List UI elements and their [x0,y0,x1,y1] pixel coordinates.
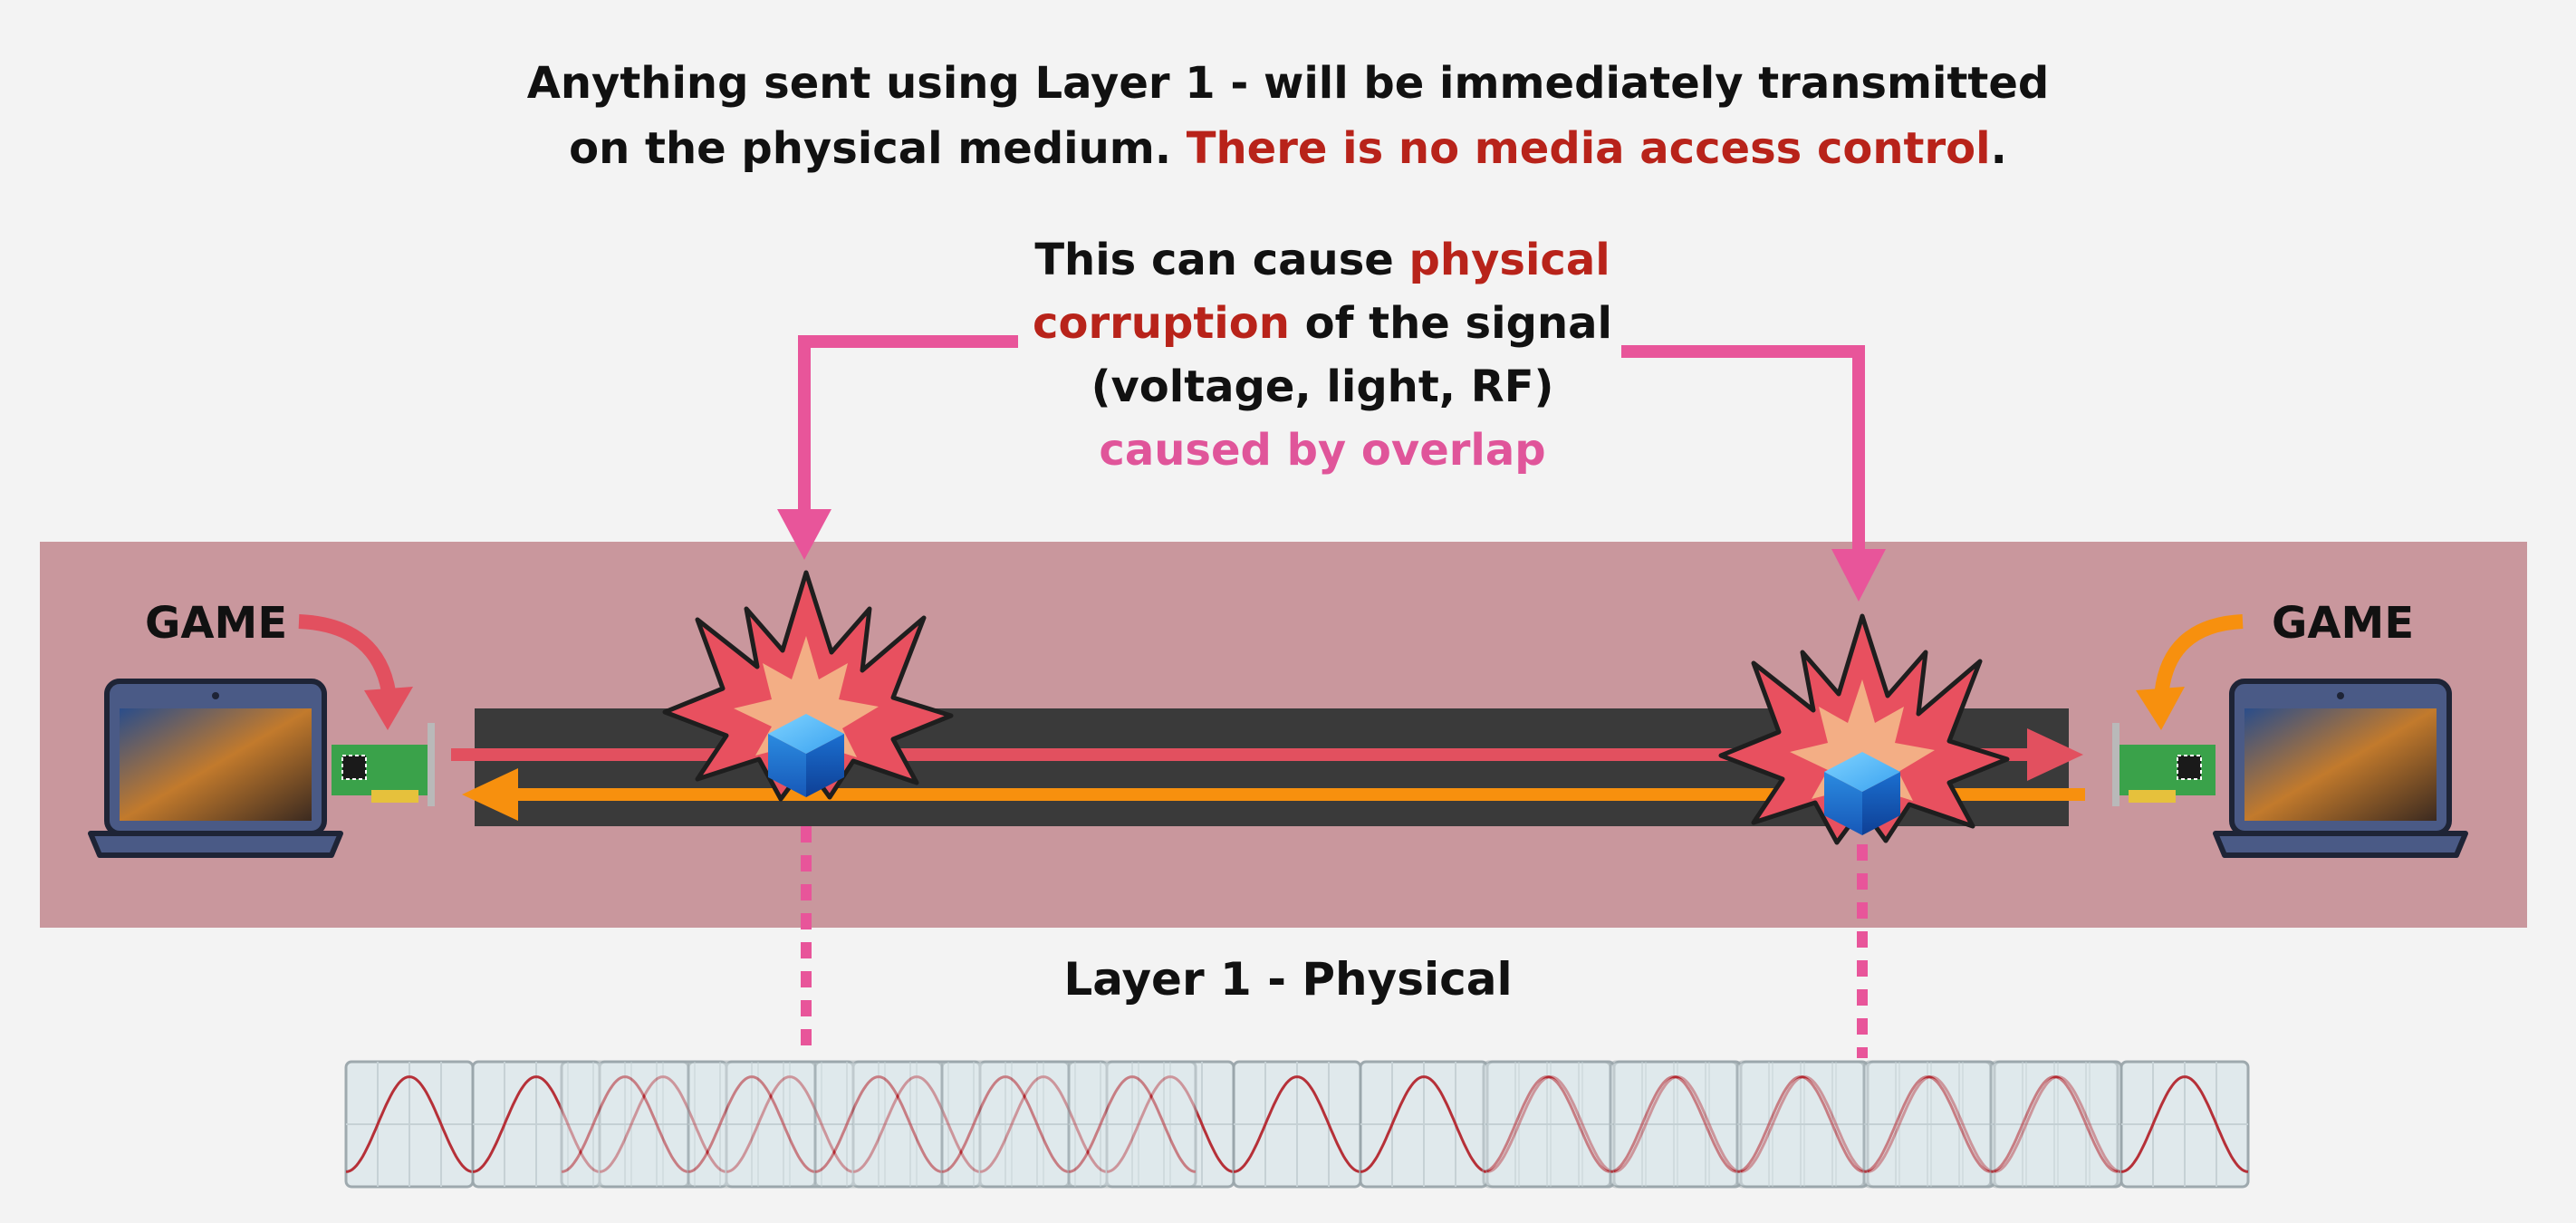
waveform-cell [940,1060,1071,1189]
callout-line-3: (voltage, light, RF) [1091,361,1554,412]
left-send-arrow-icon [298,614,413,730]
packet-cube-icon [1824,752,1900,835]
right-network-card-icon [2112,723,2216,806]
callout-line-2-suffix: of the signal [1289,298,1612,349]
callout-text: This can cause physical corruption of th… [1014,228,1630,482]
callout-line-1: This can cause physical [1014,228,1630,292]
layer-label: Layer 1 - Physical [1063,953,1513,1006]
callout-arrow-right [1621,345,1886,602]
heading-line-2: on the physical medium. There is no medi… [0,116,2576,181]
right-laptop-icon [2213,679,2468,858]
callout-arrow-left [777,335,1018,560]
heading-line-1: Anything sent using Layer 1 - will be im… [526,58,2050,109]
waveform-cell [1609,1060,1739,1189]
waveform-cell [1862,1060,1993,1189]
waveform-strip [344,1060,2250,1189]
waveform-cell [1482,1060,1612,1189]
waveform-cell [1735,1060,1866,1189]
waveform-cell [560,1060,690,1189]
waveform-cell [2119,1060,2250,1189]
callout-line-4: caused by overlap [1099,425,1546,476]
waveform-cell [344,1060,475,1189]
left-laptop-icon [88,679,343,858]
heading-highlight: There is no media access control [1186,123,1991,174]
packet-cube-icon [768,714,844,797]
signal-right-to-left [462,768,2085,821]
waveform-cell [1067,1060,1197,1189]
callout-line-1-prefix: This can cause [1034,235,1409,285]
left-game-label: GAME [145,598,288,649]
waveform-cell [687,1060,817,1189]
callout-line-2-highlight: corruption [1033,298,1290,349]
waveform-cell [1232,1060,1362,1189]
waveform-cell [813,1060,944,1189]
callout-line-1-highlight: physical [1408,235,1610,285]
heading: Anything sent using Layer 1 - will be im… [0,51,2576,181]
heading-line-2-suffix: . [1990,123,2007,174]
callout-line-2: corruption of the signal [1014,292,1630,355]
waveform-cell [1989,1060,2119,1189]
left-network-card-icon [332,723,435,806]
right-game-label: GAME [2272,598,2415,649]
right-send-arrow-icon [2136,614,2244,730]
waveform-cell [1359,1060,1489,1189]
heading-line-2-prefix: on the physical medium. [569,123,1187,174]
